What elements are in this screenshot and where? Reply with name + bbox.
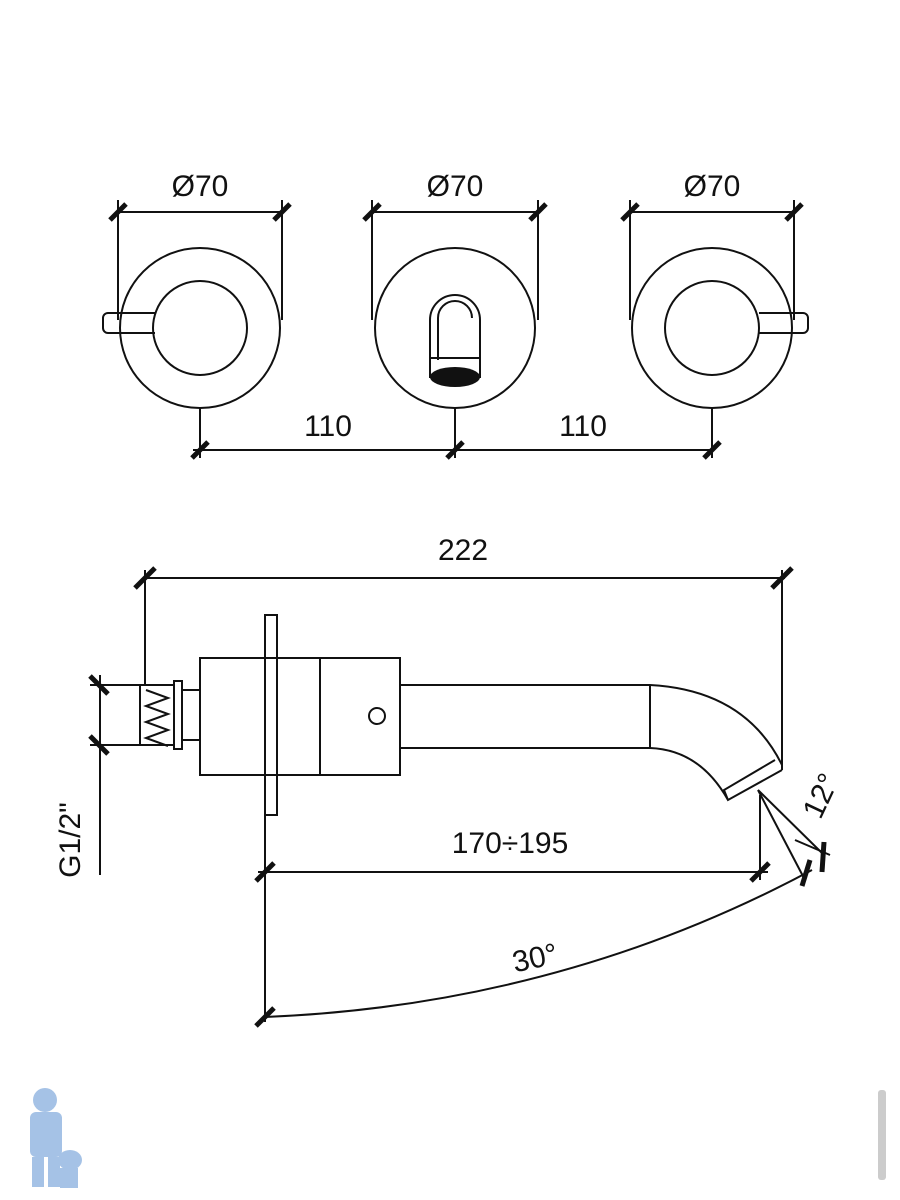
projection-label: 170÷195 [452,827,569,860]
side-view [139,614,783,816]
diameter-dimensions: Ø70 Ø70 Ø70 [108,170,804,320]
right-handle-view [631,247,809,409]
angle-dimensions: 30° 12° [254,768,846,1028]
diameter-label-center: Ø70 [427,170,484,203]
left-rosette [119,247,281,409]
thread-dimension: G1/2" [54,674,140,878]
thread-label: G1/2" [54,802,87,878]
spout-angle-label: 12° [797,768,846,823]
swivel-arc [264,869,813,1018]
spacing-dimensions: 110 110 [190,408,722,460]
valve-body [199,657,321,776]
spacing-label-right: 110 [559,410,607,443]
right-rosette [631,247,793,409]
projection-dimension: 170÷195 [254,795,771,1022]
spout-outline [429,294,481,378]
right-knob [664,280,760,376]
diameter-label-right: Ø70 [684,170,741,203]
wall-flange [264,614,278,816]
left-handle-view [102,247,281,409]
spout-body [319,657,401,776]
length-dimension: 222 [133,534,794,770]
right-lever [759,312,809,334]
left-knob [152,280,248,376]
set-screw [368,707,386,725]
spout-bottom [400,747,729,801]
spout-tip [722,759,783,802]
plumber-logo-icon [30,1088,82,1188]
spout-outlet [430,367,480,387]
total-length-label: 222 [438,534,488,567]
spout-front-view [374,247,536,409]
left-lever [102,312,155,334]
spacing-label-left: 110 [304,410,352,443]
spout-top [400,684,783,766]
diameter-label-left: Ø70 [172,170,229,203]
watermark [878,1090,886,1180]
